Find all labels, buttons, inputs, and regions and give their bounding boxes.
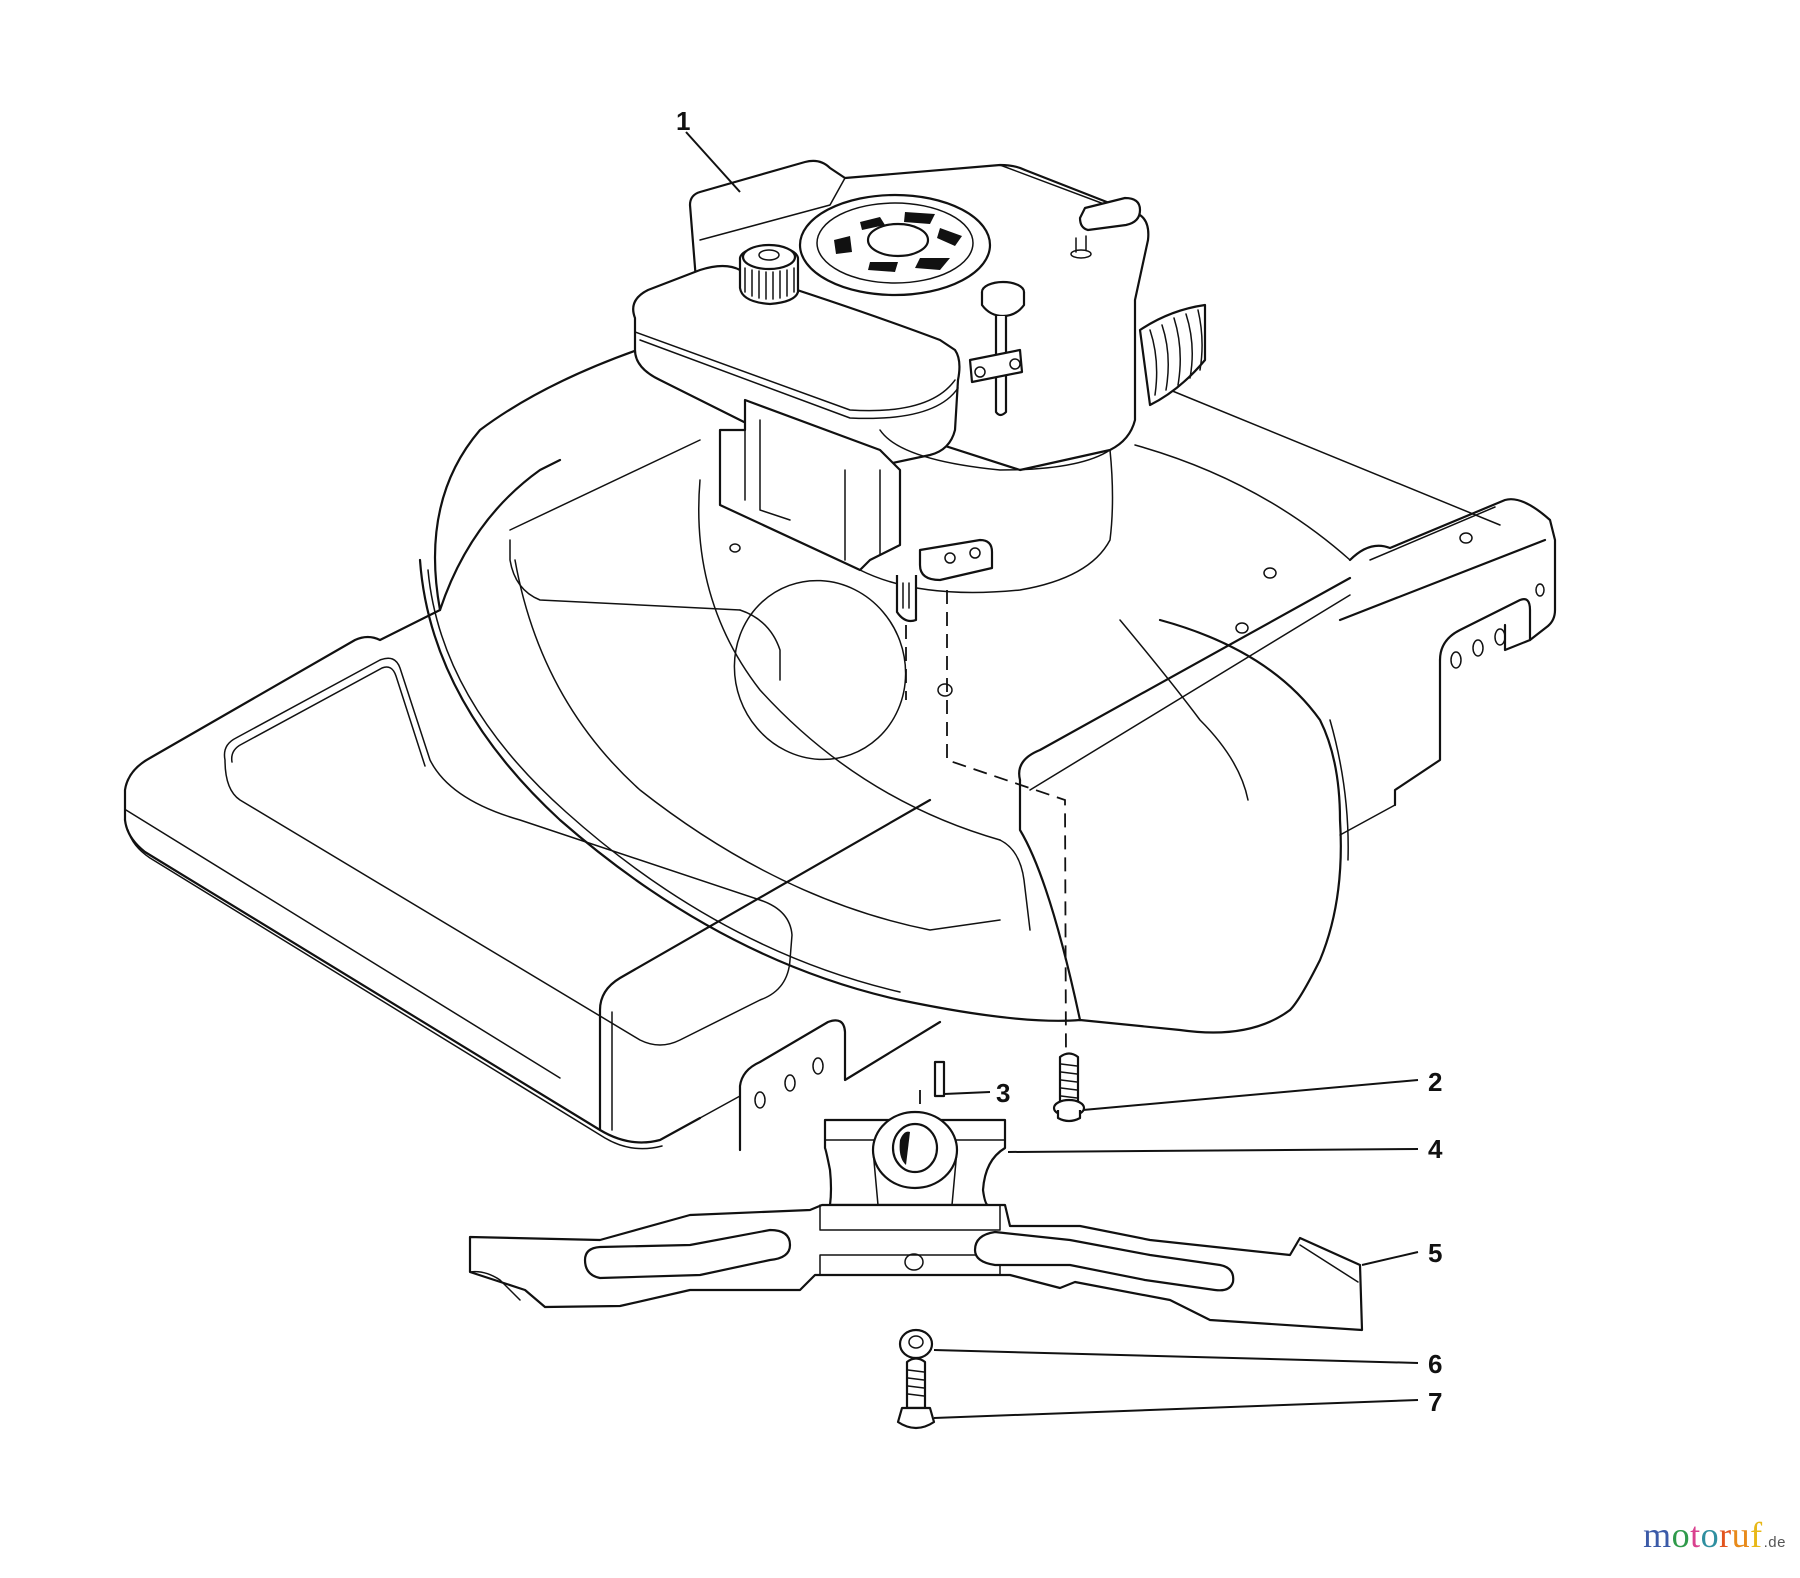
watermark-letter: o: [1671, 1515, 1691, 1555]
deck-bolt: [1052, 1052, 1086, 1123]
callout-6-leader: [933, 1349, 1419, 1364]
key-part: [933, 1060, 946, 1098]
watermark-letter: r: [1719, 1515, 1732, 1555]
watermark-motoruf: motoruf.de: [1643, 1514, 1786, 1556]
callout-1-leader: [685, 131, 741, 193]
mower-deck: [123, 298, 1557, 1152]
washer: [898, 1328, 934, 1360]
assembly-line-bolt: [946, 590, 1067, 1061]
watermark-letter: f: [1750, 1515, 1763, 1555]
callout-7-label: 7: [1428, 1387, 1442, 1417]
callout-4-leader: [1007, 1148, 1419, 1153]
callout-4-label: 4: [1428, 1134, 1443, 1164]
watermark-letter: o: [1700, 1515, 1720, 1555]
watermark-letter: m: [1643, 1515, 1672, 1555]
watermark-letter: t: [1690, 1515, 1701, 1555]
blade-bolt: [896, 1357, 936, 1430]
blade-adapter: [823, 1110, 1007, 1207]
callout-3-leader: [943, 1091, 991, 1095]
callout-1-label: 1: [676, 106, 690, 136]
callout-7-leader: [933, 1399, 1419, 1419]
callout-5-label: 5: [1428, 1238, 1442, 1268]
callout-3-label: 3: [996, 1078, 1010, 1108]
callout-2-leader: [1082, 1079, 1419, 1111]
blade: [468, 1203, 1364, 1332]
callout-2-label: 2: [1428, 1067, 1442, 1097]
watermark-letter: u: [1731, 1515, 1751, 1555]
engine: [632, 159, 1207, 623]
callout-6-label: 6: [1428, 1349, 1442, 1379]
callout-5-leader: [1361, 1251, 1419, 1266]
watermark-suffix: .de: [1763, 1534, 1786, 1551]
